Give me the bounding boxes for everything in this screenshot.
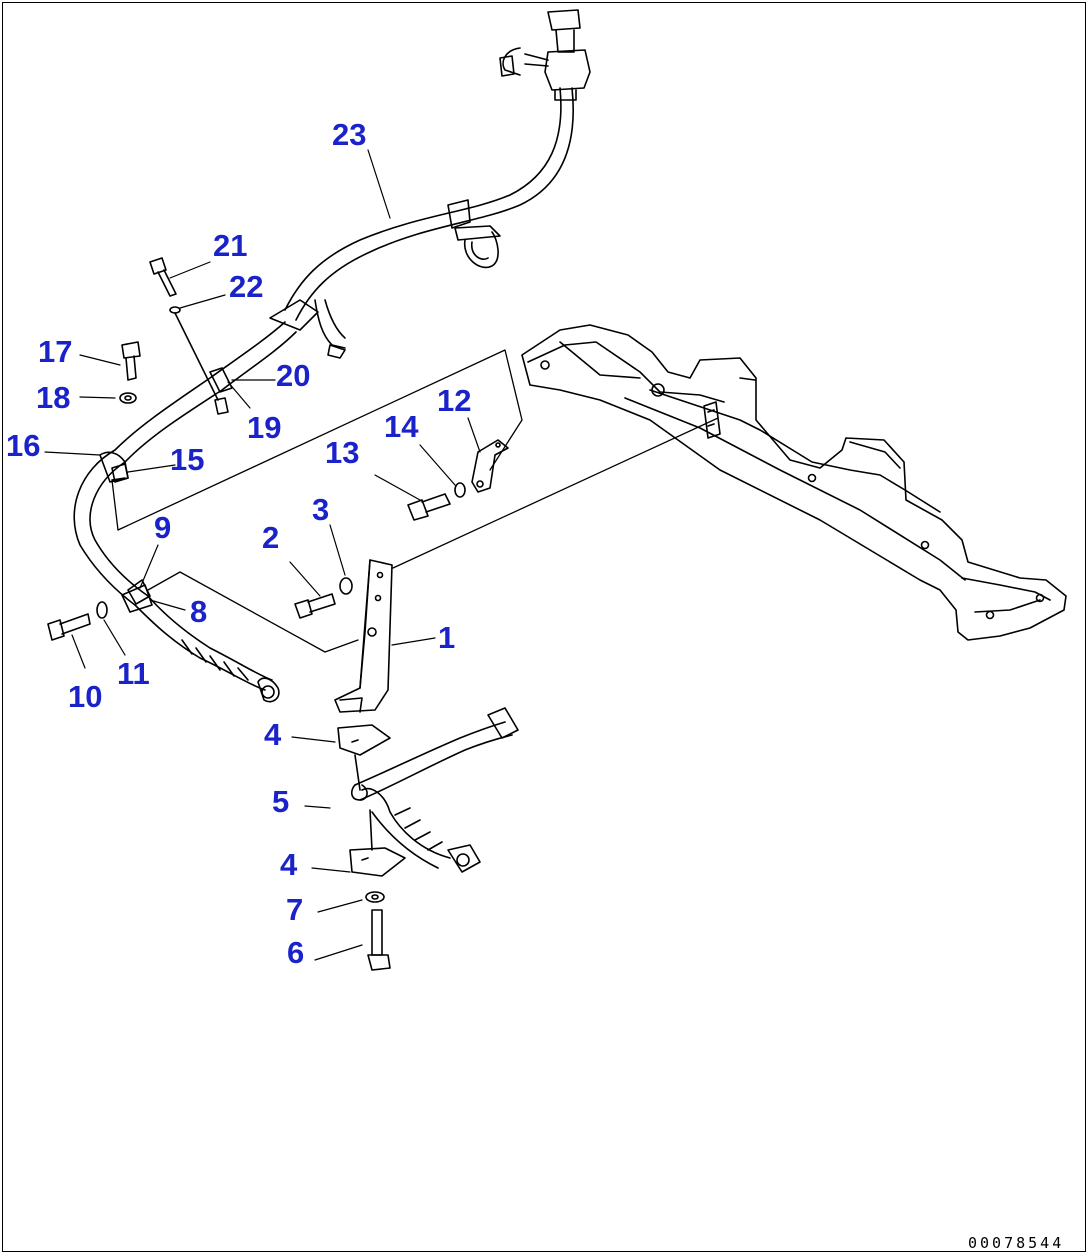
drawing-number: 00078544	[968, 1234, 1064, 1252]
callout-23: 23	[332, 117, 366, 152]
callout-2: 2	[262, 520, 279, 555]
hose-8	[121, 584, 280, 703]
callout-21: 21	[213, 228, 247, 263]
clamp-20	[269, 299, 346, 359]
hose-16	[73, 321, 297, 606]
callout-14: 14	[384, 409, 419, 444]
callout-15: 15	[170, 442, 204, 477]
reference-lines	[111, 349, 719, 653]
callout-5: 5	[272, 784, 289, 819]
callout-11: 11	[117, 656, 150, 691]
callout-19: 19	[247, 410, 281, 445]
hose-23	[284, 9, 591, 321]
callout-4-upper: 4	[264, 717, 282, 752]
callout-22: 22	[229, 269, 263, 304]
callout-20: 20	[276, 358, 310, 393]
callout-17: 17	[38, 334, 72, 369]
callout-7: 7	[286, 892, 303, 927]
callout-6: 6	[287, 935, 304, 970]
callout-10: 10	[68, 679, 102, 714]
callout-leaders	[44, 149, 481, 961]
callout-18: 18	[36, 380, 70, 415]
callout-1: 1	[438, 620, 455, 655]
callout-13: 13	[325, 435, 359, 470]
callout-16: 16	[6, 428, 40, 463]
fasteners	[47, 257, 509, 971]
axle-frame	[521, 324, 1067, 641]
hose-5	[337, 707, 519, 877]
callout-12: 12	[437, 383, 471, 418]
callout-labels: 1 2 3 4 5 4 6 7 8 9 10 11 12 13 14 15 16…	[6, 117, 471, 970]
callout-4-lower: 4	[280, 847, 298, 882]
callout-3: 3	[312, 492, 329, 527]
callout-9: 9	[154, 510, 171, 545]
bracket-1	[334, 559, 393, 713]
callout-8: 8	[190, 594, 207, 629]
